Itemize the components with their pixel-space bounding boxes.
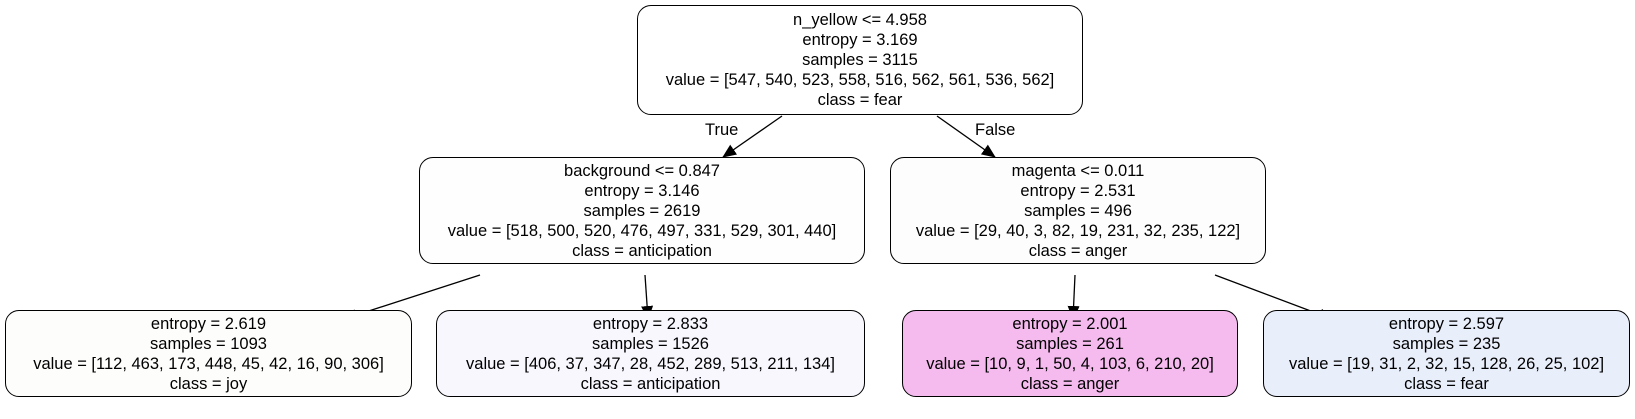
node-split-rule: n_yellow <= 4.958 (793, 11, 927, 29)
node-samples: samples = 2619 (583, 201, 701, 220)
edge-label-false: False (975, 121, 1016, 139)
node-samples: samples = 1526 (592, 334, 709, 353)
node-entropy: entropy = 3.169 (802, 31, 918, 49)
node-entropy: entropy = 2.531 (1020, 181, 1136, 200)
edge-label-true: True (705, 121, 739, 139)
tree-node-right: magenta <= 0.011 entropy = 2.531 samples… (890, 157, 1266, 264)
edge-root-to-left (722, 115, 783, 158)
edge-root-to-right (936, 115, 996, 158)
node-value: value = [547, 540, 523, 558, 516, 562, 5… (665, 71, 1055, 89)
node-class: class = fear (1404, 374, 1489, 393)
node-entropy: entropy = 2.833 (592, 314, 709, 333)
node-class: class = anticipation (580, 374, 721, 393)
node-entropy: entropy = 2.001 (1012, 314, 1128, 333)
tree-leaf-anticipation: entropy = 2.833 samples = 1526 value = [… (436, 310, 865, 397)
node-class: class = anger (1020, 374, 1120, 393)
tree-leaf-joy: entropy = 2.619 samples = 1093 value = [… (5, 310, 412, 397)
node-value: value = [19, 31, 2, 32, 15, 128, 26, 25,… (1288, 354, 1605, 373)
node-class: class = joy (169, 374, 248, 393)
node-split-rule: background <= 0.847 (564, 161, 720, 180)
node-value: value = [112, 463, 173, 448, 45, 42, 16,… (33, 354, 384, 373)
node-samples: samples = 235 (1392, 334, 1501, 353)
tree-node-root: n_yellow <= 4.958 entropy = 3.169 sample… (637, 5, 1083, 115)
node-samples: samples = 1093 (150, 334, 267, 353)
node-class: class = anticipation (572, 241, 712, 260)
node-value: value = [406, 37, 347, 28, 452, 289, 513… (466, 354, 835, 373)
node-samples: samples = 261 (1016, 334, 1124, 353)
node-value: value = [518, 500, 520, 476, 497, 331, 5… (447, 221, 837, 240)
node-class: class = anger (1028, 241, 1128, 260)
node-value: value = [10, 9, 1, 50, 4, 103, 6, 210, 2… (926, 354, 1214, 373)
tree-leaf-fear: entropy = 2.597 samples = 235 value = [1… (1263, 310, 1630, 397)
node-entropy: entropy = 2.597 (1388, 314, 1505, 333)
node-entropy: entropy = 3.146 (584, 181, 700, 200)
node-value: value = [29, 40, 3, 82, 19, 231, 32, 235… (915, 221, 1241, 240)
node-samples: samples = 496 (1024, 201, 1132, 220)
node-class: class = fear (817, 91, 903, 109)
tree-node-left: background <= 0.847 entropy = 3.146 samp… (419, 157, 865, 264)
tree-leaf-anger: entropy = 2.001 samples = 261 value = [1… (902, 310, 1238, 397)
node-entropy: entropy = 2.619 (150, 314, 267, 333)
node-split-rule: magenta <= 0.011 (1011, 161, 1145, 180)
node-samples: samples = 3115 (802, 51, 918, 69)
